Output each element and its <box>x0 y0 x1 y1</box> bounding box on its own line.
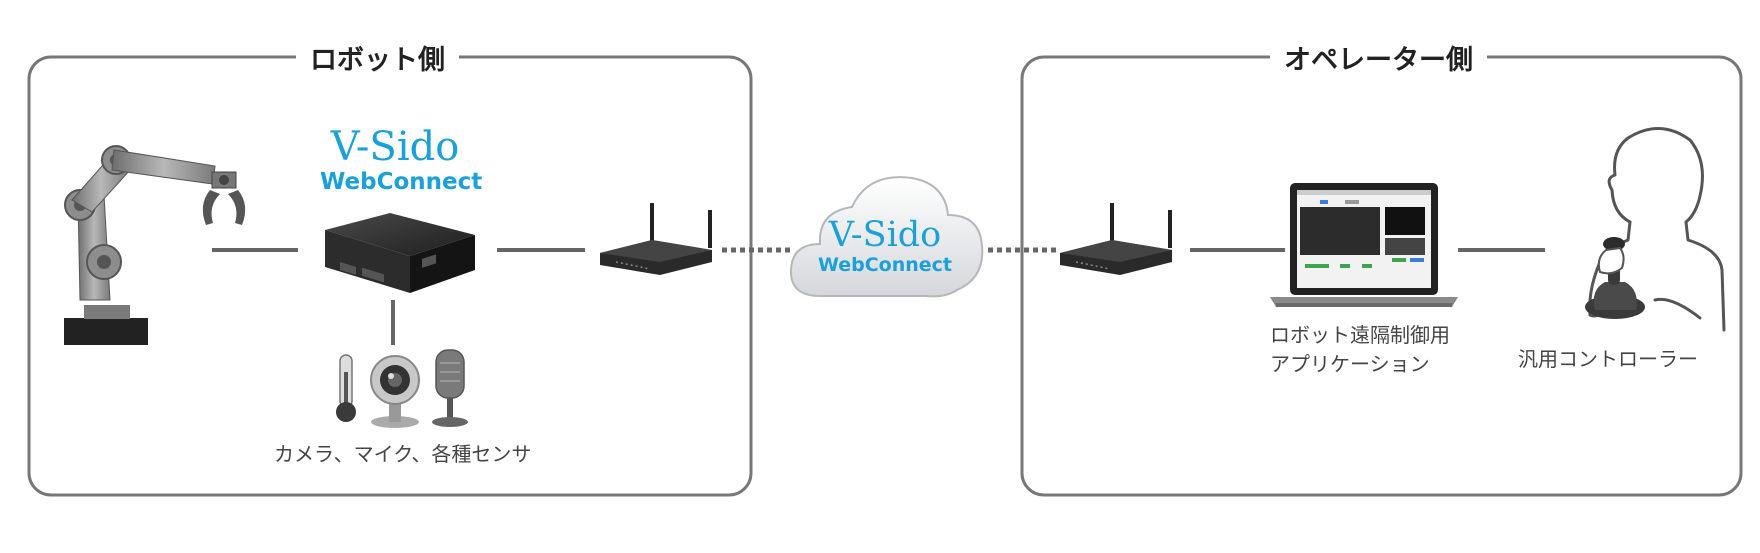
robot-arm-icon <box>64 145 246 345</box>
app-caption-line2: アプリケーション <box>1270 352 1430 376</box>
brand-logo-cloud: V-Sido <box>828 215 942 255</box>
controller-icon <box>1585 237 1645 319</box>
controller-caption: 汎用コントローラー <box>1518 347 1698 371</box>
brand-product-left: WebConnect <box>320 169 483 195</box>
thermometer-icon <box>336 354 356 422</box>
edge-box-icon <box>325 213 475 293</box>
webcam-icon <box>370 355 420 428</box>
connector-lines <box>212 248 1545 345</box>
operator-side-title: オペレーター側 <box>1270 38 1487 77</box>
router-icon <box>600 203 712 275</box>
router-icon <box>1060 203 1172 275</box>
sensors-caption: カメラ、マイク、各種センサ <box>274 442 532 466</box>
robot-side-title: ロボット側 <box>296 38 459 77</box>
cloud-icon <box>789 176 984 298</box>
laptop-icon <box>1270 183 1458 307</box>
brand-logo-left: V-Sido <box>330 124 460 170</box>
brand-product-cloud: WebConnect <box>817 254 953 276</box>
app-caption-line1: ロボット遠隔制御用 <box>1270 323 1450 347</box>
microphone-icon <box>432 349 468 427</box>
